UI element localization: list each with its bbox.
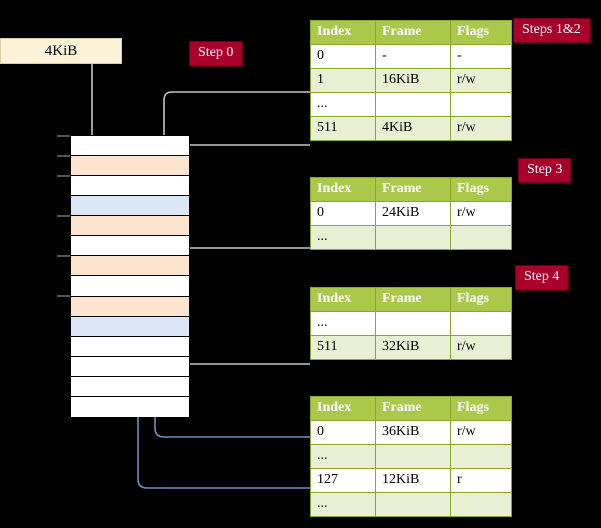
table-cell: 0 bbox=[310, 44, 376, 69]
column-header-index: Index bbox=[310, 177, 376, 202]
table-row: ... bbox=[310, 92, 512, 117]
table-row: ... bbox=[310, 492, 512, 517]
memory-row bbox=[71, 236, 189, 257]
memory-row bbox=[71, 376, 189, 397]
table-cell: 4KiB bbox=[375, 116, 451, 141]
table-cell: r/w bbox=[450, 116, 512, 141]
table-cell bbox=[375, 92, 451, 117]
table-cell bbox=[450, 225, 512, 250]
memory-row bbox=[71, 256, 189, 277]
table-cell: 12KiB bbox=[375, 468, 451, 493]
table-row: ... bbox=[310, 311, 512, 336]
table-cell: - bbox=[450, 44, 512, 69]
table-row: ... bbox=[310, 444, 512, 469]
step-4-badge: Step 4 bbox=[515, 265, 569, 290]
column-header-frame: Frame bbox=[375, 177, 451, 202]
memory-tick bbox=[57, 135, 71, 137]
memory-row bbox=[71, 276, 189, 297]
table-cell bbox=[450, 311, 512, 336]
table-cell bbox=[375, 492, 451, 517]
column-header-index: Index bbox=[310, 287, 376, 312]
column-header-index: Index bbox=[310, 20, 376, 45]
table-cell: r/w bbox=[450, 420, 512, 445]
steps-1-2-badge: Steps 1&2 bbox=[513, 18, 590, 43]
column-header-index: Index bbox=[310, 396, 376, 421]
table-cell bbox=[375, 444, 451, 469]
step-0-label: Step 0 bbox=[198, 45, 234, 60]
table-cell bbox=[450, 444, 512, 469]
table-cell: 32KiB bbox=[375, 335, 451, 360]
column-header-frame: Frame bbox=[375, 287, 451, 312]
memory-row bbox=[71, 356, 189, 377]
memory-tick bbox=[57, 295, 71, 297]
memory-row bbox=[71, 216, 189, 237]
table-cell: 16KiB bbox=[375, 68, 451, 93]
table-cell: r/w bbox=[450, 201, 512, 226]
step-0-badge: Step 0 bbox=[189, 41, 243, 66]
column-header-flags: Flags bbox=[450, 20, 512, 45]
table-cell: 0 bbox=[310, 420, 376, 445]
table-cell: 36KiB bbox=[375, 420, 451, 445]
table-cell: ... bbox=[310, 492, 376, 517]
table-cell: 1 bbox=[310, 68, 376, 93]
memory-row bbox=[71, 336, 189, 357]
table-cell: ... bbox=[310, 92, 376, 117]
physical-memory-column bbox=[70, 135, 190, 417]
memory-row bbox=[71, 176, 189, 197]
table-cell bbox=[450, 492, 512, 517]
column-header-flags: Flags bbox=[450, 177, 512, 202]
memory-row bbox=[71, 196, 189, 217]
table-cell: r bbox=[450, 468, 512, 493]
step-4-label: Step 4 bbox=[524, 269, 560, 284]
memory-row bbox=[71, 396, 189, 417]
table-cell bbox=[375, 225, 451, 250]
table-row: 0-- bbox=[310, 44, 512, 69]
table-cell: 511 bbox=[310, 116, 376, 141]
column-header-frame: Frame bbox=[375, 396, 451, 421]
step-3-badge: Step 3 bbox=[518, 158, 572, 183]
memory-row bbox=[71, 156, 189, 177]
table-cell: r/w bbox=[450, 335, 512, 360]
memory-row bbox=[71, 316, 189, 337]
column-header-flags: Flags bbox=[450, 287, 512, 312]
step-3-label: Step 3 bbox=[527, 162, 563, 177]
source-frame-box: 4KiB bbox=[0, 38, 122, 64]
table-cell bbox=[375, 311, 451, 336]
table-cell bbox=[450, 92, 512, 117]
source-frame-label: 4KiB bbox=[44, 42, 78, 59]
table-cell: 511 bbox=[310, 335, 376, 360]
table-cell: - bbox=[375, 44, 451, 69]
memory-tick bbox=[57, 175, 71, 177]
memory-tick bbox=[57, 255, 71, 257]
table-cell: 127 bbox=[310, 468, 376, 493]
table-row: ... bbox=[310, 225, 512, 250]
table-cell: 0 bbox=[310, 201, 376, 226]
table-cell: ... bbox=[310, 444, 376, 469]
column-header-flags: Flags bbox=[450, 396, 512, 421]
table-cell: ... bbox=[310, 225, 376, 250]
memory-tick bbox=[57, 155, 71, 157]
memory-row bbox=[71, 136, 189, 157]
memory-tick bbox=[57, 215, 71, 217]
steps-1-2-label: Steps 1&2 bbox=[522, 22, 581, 37]
memory-row bbox=[71, 296, 189, 317]
table-cell: r/w bbox=[450, 68, 512, 93]
column-header-frame: Frame bbox=[375, 20, 451, 45]
table-cell: ... bbox=[310, 311, 376, 336]
table-cell: 24KiB bbox=[375, 201, 451, 226]
